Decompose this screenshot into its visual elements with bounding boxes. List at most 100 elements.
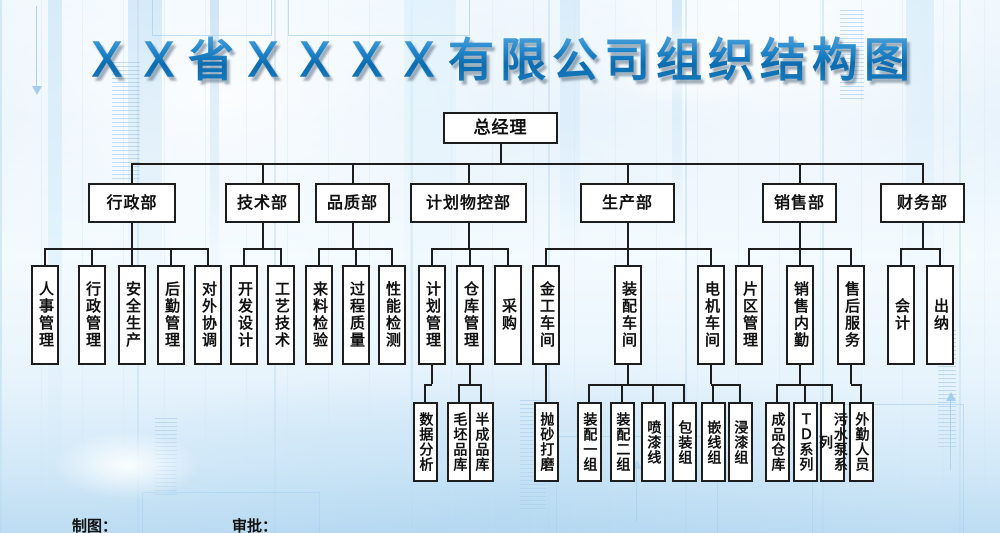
node-team-2[interactable]: 毛坯品库 bbox=[446, 402, 472, 482]
node-label: 对外协调 bbox=[199, 281, 218, 349]
node-unit-18[interactable]: 销售内勤 bbox=[786, 265, 814, 365]
connector-department-drop bbox=[798, 163, 801, 183]
connector-level3-drop bbox=[900, 248, 902, 265]
node-label: 后勤管理 bbox=[162, 281, 181, 349]
connector-level4-drop bbox=[831, 384, 833, 402]
node-unit-7[interactable]: 工艺技术 bbox=[267, 265, 295, 365]
connector-level4-drop bbox=[480, 384, 482, 402]
node-unit-21[interactable]: 出纳 bbox=[926, 265, 954, 365]
node-label: 性能检测 bbox=[383, 281, 402, 349]
connector-level3-drop bbox=[280, 248, 282, 265]
connector-bus-level4 bbox=[425, 384, 432, 386]
node-team-9[interactable]: 嵌线组 bbox=[700, 402, 726, 482]
node-unit-6[interactable]: 开发设计 bbox=[230, 265, 258, 365]
node-department-1[interactable]: 行政部 bbox=[88, 183, 176, 223]
node-team-6[interactable]: 装配二组 bbox=[609, 402, 635, 482]
approved-by-label: 审批： bbox=[232, 517, 278, 533]
node-label: 销售部 bbox=[773, 192, 825, 212]
node-label: 品质部 bbox=[326, 192, 378, 212]
node-team-5[interactable]: 装配一组 bbox=[576, 402, 602, 482]
node-unit-20[interactable]: 会计 bbox=[887, 265, 915, 365]
node-team-14[interactable]: 外勤人员 bbox=[848, 402, 874, 482]
connector-level3-drop bbox=[91, 248, 93, 265]
node-label: 数据分析 bbox=[417, 412, 434, 472]
node-department-3[interactable]: 品质部 bbox=[315, 183, 390, 223]
node-label: 外勤人员 bbox=[853, 412, 870, 472]
connector-unit-down bbox=[545, 365, 547, 384]
node-team-8[interactable]: 包装组 bbox=[671, 402, 697, 482]
node-label: 开发设计 bbox=[235, 281, 254, 349]
node-team-13[interactable]: 污水泵系列 bbox=[817, 402, 848, 482]
connector-level4-drop bbox=[621, 384, 623, 402]
connector-level3-drop bbox=[355, 248, 357, 265]
node-department-2[interactable]: 技术部 bbox=[225, 183, 300, 223]
node-general-manager[interactable]: 总经理 bbox=[443, 112, 558, 144]
connector-level3-drop bbox=[207, 248, 209, 265]
node-unit-10[interactable]: 性能检测 bbox=[378, 265, 406, 365]
connector-level3-drop bbox=[627, 248, 629, 265]
background-hatch bbox=[112, 62, 140, 182]
node-unit-19[interactable]: 售后服务 bbox=[837, 265, 865, 365]
connector-department-drop bbox=[467, 163, 470, 183]
node-department-6[interactable]: 销售部 bbox=[762, 183, 837, 223]
connector-level3-drop bbox=[545, 248, 547, 265]
node-unit-11[interactable]: 计划管理 bbox=[418, 265, 446, 365]
node-label: 人事管理 bbox=[36, 281, 55, 349]
node-label: 技术部 bbox=[236, 192, 288, 212]
connector-unit-down bbox=[850, 365, 852, 384]
node-department-4[interactable]: 计划物控部 bbox=[410, 183, 527, 223]
node-unit-15[interactable]: 装配车间 bbox=[614, 265, 642, 365]
background-arrow-stem bbox=[36, 6, 37, 86]
node-unit-3[interactable]: 安全生产 bbox=[118, 265, 146, 365]
node-team-12[interactable]: ＴＤ系列 bbox=[792, 402, 818, 482]
connector-unit-down bbox=[799, 365, 801, 384]
node-team-11[interactable]: 成品仓库 bbox=[764, 402, 790, 482]
connector-level4-drop bbox=[588, 384, 590, 402]
node-department-5[interactable]: 生产部 bbox=[580, 183, 675, 223]
node-label: 半成品库 bbox=[473, 412, 490, 472]
node-unit-12[interactable]: 仓库管理 bbox=[456, 265, 484, 365]
connector-level4-drop bbox=[545, 384, 547, 402]
node-label: 成品仓库 bbox=[769, 412, 786, 472]
node-unit-17[interactable]: 片区管理 bbox=[735, 265, 763, 365]
node-label: 喷漆线 bbox=[645, 419, 662, 465]
node-unit-14[interactable]: 金工车间 bbox=[532, 265, 560, 365]
node-unit-16[interactable]: 电机车间 bbox=[697, 265, 725, 365]
node-unit-1[interactable]: 人事管理 bbox=[31, 265, 59, 365]
connector-unit-down bbox=[469, 365, 471, 384]
connector-bus-level3 bbox=[901, 248, 940, 250]
node-unit-9[interactable]: 过程质量 bbox=[342, 265, 370, 365]
node-unit-8[interactable]: 来料检验 bbox=[305, 265, 333, 365]
node-unit-4[interactable]: 后勤管理 bbox=[157, 265, 185, 365]
node-team-7[interactable]: 喷漆线 bbox=[640, 402, 666, 482]
connector-level4-drop bbox=[739, 384, 741, 402]
node-label: 生产部 bbox=[601, 192, 653, 212]
node-label: 仓库管理 bbox=[461, 281, 480, 349]
drawn-by-label: 制图： bbox=[72, 517, 118, 533]
node-team-4[interactable]: 抛砂打磨 bbox=[533, 402, 559, 482]
node-unit-13[interactable]: 采购 bbox=[494, 265, 522, 365]
connector-department-down bbox=[131, 223, 133, 248]
connector-level3-drop bbox=[431, 248, 433, 265]
node-team-1[interactable]: 数据分析 bbox=[412, 402, 438, 482]
connector-bus-level4 bbox=[851, 384, 861, 386]
node-team-10[interactable]: 浸漆组 bbox=[727, 402, 753, 482]
connector-department-drop bbox=[351, 163, 354, 183]
node-unit-2[interactable]: 行政管理 bbox=[78, 265, 106, 365]
node-label: 片区管理 bbox=[740, 281, 759, 349]
connector-level3-drop bbox=[710, 248, 712, 265]
node-department-7[interactable]: 财务部 bbox=[880, 183, 965, 223]
connector-level3-drop bbox=[469, 248, 471, 265]
node-label: 装配一组 bbox=[581, 412, 598, 472]
connector-department-drop bbox=[131, 163, 133, 183]
node-unit-5[interactable]: 对外协调 bbox=[194, 265, 222, 365]
node-label: 包装组 bbox=[676, 419, 693, 465]
connector-level3-drop bbox=[318, 248, 320, 265]
connector-department-down bbox=[921, 223, 924, 248]
node-label: 嵌线组 bbox=[705, 419, 722, 465]
node-label: 采购 bbox=[499, 298, 518, 332]
connector-level4-drop bbox=[776, 384, 778, 402]
node-team-3[interactable]: 半成品库 bbox=[468, 402, 494, 482]
connector-bus-level4 bbox=[459, 384, 481, 386]
